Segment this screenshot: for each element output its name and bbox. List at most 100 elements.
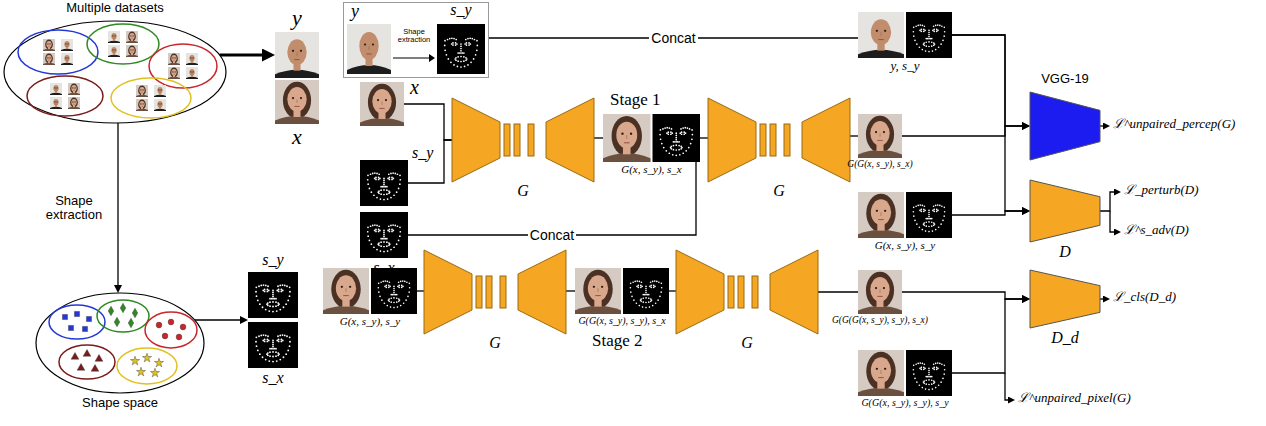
landmark-dot — [391, 231, 393, 233]
landmark-dot — [272, 311, 274, 313]
head — [336, 275, 356, 301]
landmark-dot — [656, 281, 658, 283]
landmark-dot — [931, 376, 933, 378]
landmark-dot — [923, 380, 925, 382]
landmark-dot — [279, 335, 281, 337]
landmark-dot — [933, 383, 935, 385]
face-photo — [43, 39, 55, 51]
landmark-dot — [272, 346, 274, 348]
eye — [876, 368, 878, 370]
landmark-dot — [264, 339, 266, 341]
shoulders — [50, 93, 62, 95]
landmark-dot — [378, 179, 380, 181]
landmark-dot — [634, 281, 636, 283]
landmark-dot — [259, 353, 261, 355]
landmark-dot — [943, 215, 945, 217]
nose — [382, 101, 383, 105]
network-shape — [1030, 180, 1100, 242]
eye — [67, 57, 68, 58]
landmark-dot — [367, 235, 369, 237]
loss-arrow — [1100, 192, 1114, 211]
shape-symbol — [114, 317, 119, 326]
eye — [621, 132, 623, 134]
photo-ground — [154, 85, 166, 97]
landmark-dot — [272, 296, 274, 298]
eye — [884, 368, 886, 370]
landmark-dot — [381, 299, 383, 301]
landmark-dot — [386, 189, 388, 191]
node-label: x — [410, 76, 419, 99]
landmark-dot — [378, 173, 380, 175]
eye — [349, 286, 351, 288]
face-image: G(G(x, s_y), s_x) — [858, 114, 902, 158]
eye — [593, 286, 595, 288]
landmark-dot — [259, 303, 261, 305]
landmark-dot — [378, 242, 380, 244]
face-photo — [360, 82, 404, 126]
arrow-head — [429, 54, 435, 62]
landmark-dot — [465, 57, 467, 59]
mouth — [131, 52, 132, 53]
landmark-dot — [289, 291, 291, 293]
face-photo — [275, 80, 319, 124]
landmark-dot — [913, 373, 915, 375]
landmark-dot — [460, 56, 462, 58]
landmark-dot — [928, 51, 930, 53]
nose — [67, 44, 68, 46]
landmark-dot — [928, 221, 930, 223]
connector — [417, 290, 424, 291]
landmark-dot — [928, 389, 930, 391]
landmark-dot — [376, 225, 378, 227]
shoulders — [108, 55, 120, 57]
image-shape-pair: G(x, s_y), s_y — [858, 192, 952, 238]
landmark-dot — [935, 387, 937, 389]
shape-symbol — [95, 355, 103, 362]
landmark-ground — [653, 114, 701, 162]
shape-symbol — [82, 326, 87, 331]
landmark-dot — [393, 292, 395, 294]
landmark-dot — [913, 211, 915, 213]
nose — [74, 102, 75, 104]
landmark-dot — [652, 281, 654, 283]
landmark-dot — [913, 369, 915, 371]
landmark-dot — [923, 367, 925, 369]
shape-group — [59, 345, 115, 379]
encoder — [676, 250, 724, 334]
eye — [630, 132, 632, 134]
landmark-ground — [437, 24, 485, 74]
landmark-dot — [374, 172, 376, 174]
loss-arrow — [1005, 373, 1008, 400]
connector — [408, 162, 696, 235]
landmark-dot — [917, 205, 919, 207]
landmark-dot — [933, 205, 935, 207]
encoder — [424, 250, 472, 334]
eye — [74, 101, 75, 102]
landmark-dot — [272, 290, 274, 292]
landmark-dot — [660, 129, 662, 131]
landmark-dot — [925, 221, 927, 223]
mouth — [73, 90, 74, 91]
connector — [220, 54, 262, 57]
shape-symbol — [132, 308, 137, 317]
eye — [292, 97, 294, 99]
landmark-dot — [914, 220, 916, 222]
head — [871, 19, 891, 45]
photo-ground — [168, 53, 180, 65]
landmark-dot — [653, 287, 655, 289]
eye — [876, 210, 878, 212]
landmark-dot — [931, 383, 933, 385]
decoder — [802, 98, 850, 182]
landmark-dot — [925, 379, 927, 381]
node-label: s_y — [262, 251, 283, 269]
hair — [45, 53, 53, 63]
face-photo — [323, 268, 369, 314]
landmark-map — [248, 322, 298, 368]
landmark-dot — [928, 212, 930, 214]
landmark-dot — [391, 177, 393, 179]
shoulders — [186, 77, 198, 79]
shoulders — [347, 65, 391, 74]
node-graphic — [858, 12, 952, 58]
landmark-dot — [640, 287, 642, 289]
landmark-dot — [670, 131, 672, 133]
landmark-dot — [396, 243, 398, 245]
